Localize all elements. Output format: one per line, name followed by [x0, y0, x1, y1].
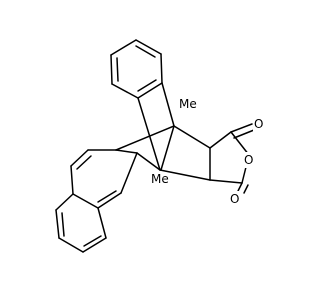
ring-oxygen-label: O [244, 153, 253, 167]
atom-labels: Me Me O O O [150, 97, 265, 207]
molecule-structure: Me Me O O O [55, 39, 265, 253]
naphthalene-system [55, 149, 138, 253]
benzo-ring-top [110, 39, 163, 99]
methyl-label-bottom: Me [151, 172, 169, 186]
bicyclic-bridge [115, 82, 211, 181]
methyl-label-top: Me [179, 97, 197, 111]
carbonyl-oxygen-top-label: O [254, 117, 263, 131]
carbonyl-oxygen-bottom-label: O [230, 192, 239, 206]
